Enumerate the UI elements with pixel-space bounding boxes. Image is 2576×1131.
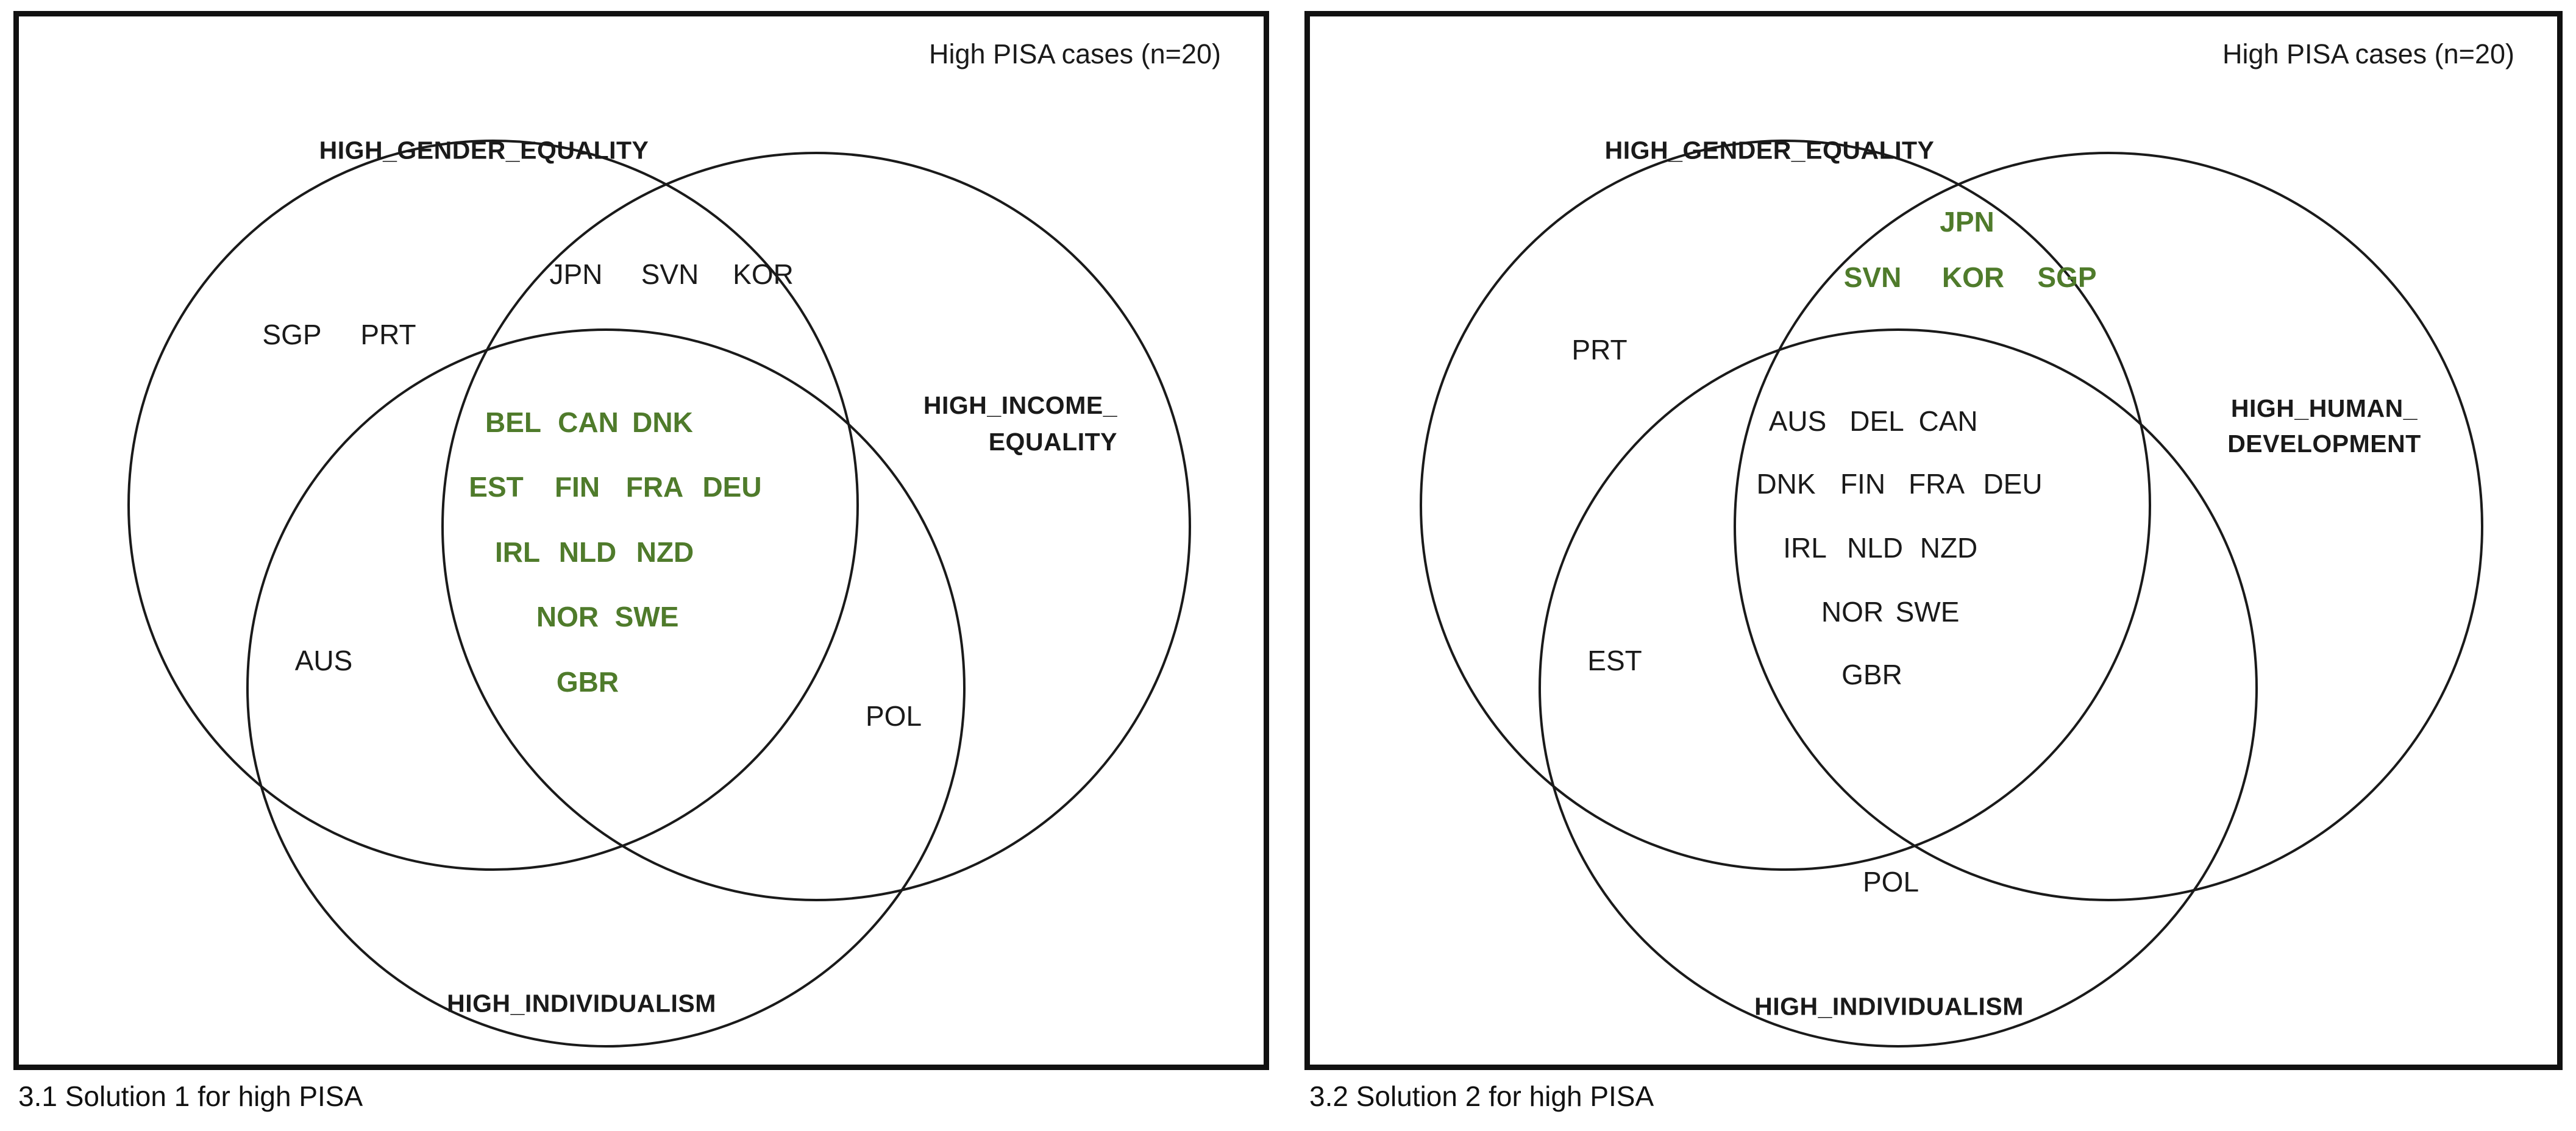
- country-code-pol: POL: [865, 700, 922, 732]
- country-code-bel: BEL: [485, 406, 541, 438]
- country-code-del: DEL: [1849, 405, 1904, 437]
- circle-label-individualism: HIGH_INDIVIDUALISM: [1754, 992, 2024, 1021]
- country-code-fra: FRA: [1909, 468, 1965, 500]
- country-code-prt: PRT: [360, 319, 416, 350]
- country-code-can: CAN: [558, 406, 619, 438]
- circle-label-line: HIGH_INCOME_: [923, 391, 1117, 419]
- panel-header: High PISA cases (n=20): [928, 38, 1221, 69]
- country-code-deu: DEU: [1983, 468, 2043, 500]
- country-code-jpn: JPN: [1940, 206, 1994, 238]
- country-code-jpn: JPN: [549, 258, 603, 290]
- circle-label-human-development: HIGH_HUMAN_ DEVELOPMENT: [2227, 391, 2421, 461]
- panel-header: High PISA cases (n=20): [2222, 38, 2514, 69]
- country-code-aus: AUS: [1768, 405, 1827, 437]
- circle-label-line: HIGH_HUMAN_: [2230, 394, 2418, 422]
- country-code-can: CAN: [1918, 405, 1978, 437]
- country-code-nor: NOR: [1821, 596, 1884, 628]
- country-code-deu: DEU: [702, 471, 762, 503]
- country-code-fin: FIN: [554, 471, 600, 503]
- circle-label-line: EQUALITY: [988, 428, 1117, 456]
- country-code-sgp: SGP: [262, 319, 322, 350]
- venn-panel-solution-2: High PISA cases (n=20) HIGH_GENDER_EQUAL…: [1304, 11, 2563, 1070]
- country-code-irl: IRL: [494, 536, 541, 568]
- circle-label-gender-equality: HIGH_GENDER_EQUALITY: [1604, 136, 1935, 165]
- circle-label-income-equality: HIGH_INCOME_ EQUALITY: [923, 387, 1117, 460]
- country-code-swe: SWE: [1895, 596, 1960, 628]
- country-code-dnk: DNK: [1756, 468, 1816, 500]
- venn-panel-solution-1: High PISA cases (n=20) HIGH_GENDER_EQUAL…: [13, 11, 1269, 1070]
- figure-caption-solution-2: 3.2 Solution 2 for high PISA: [1309, 1080, 1654, 1112]
- country-code-pol: POL: [1862, 866, 1920, 898]
- country-code-nld: NLD: [1846, 532, 1904, 564]
- country-code-sgp: SGP: [2037, 261, 2097, 293]
- country-code-nor: NOR: [536, 601, 599, 633]
- country-code-fin: FIN: [1840, 468, 1886, 500]
- country-code-kor: KOR: [733, 258, 794, 290]
- country-code-aus: AUS: [294, 645, 353, 676]
- country-code-nzd: NZD: [636, 536, 694, 568]
- country-code-gbr: GBR: [1841, 659, 1902, 690]
- circle-label-gender-equality: HIGH_GENDER_EQUALITY: [319, 136, 649, 165]
- country-code-fra: FRA: [625, 471, 684, 503]
- country-code-prt: PRT: [1571, 334, 1628, 366]
- individualism-circle: [246, 328, 966, 1048]
- circle-label-line: DEVELOPMENT: [2227, 430, 2421, 458]
- figure-caption-solution-1: 3.1 Solution 1 for high PISA: [18, 1080, 363, 1112]
- country-code-svn: SVN: [641, 258, 699, 290]
- country-code-gbr: GBR: [556, 666, 619, 698]
- country-code-est: EST: [469, 471, 524, 503]
- country-code-est: EST: [1587, 645, 1642, 676]
- country-code-svn: SVN: [1843, 261, 1902, 293]
- country-code-dnk: DNK: [632, 406, 693, 438]
- country-code-nzd: NZD: [1920, 532, 1978, 564]
- country-code-nld: NLD: [558, 536, 617, 568]
- country-code-irl: IRL: [1783, 532, 1827, 564]
- country-code-kor: KOR: [1941, 261, 2005, 293]
- country-code-swe: SWE: [614, 601, 679, 633]
- circle-label-individualism: HIGH_INDIVIDUALISM: [447, 989, 716, 1018]
- individualism-circle: [1539, 328, 2258, 1048]
